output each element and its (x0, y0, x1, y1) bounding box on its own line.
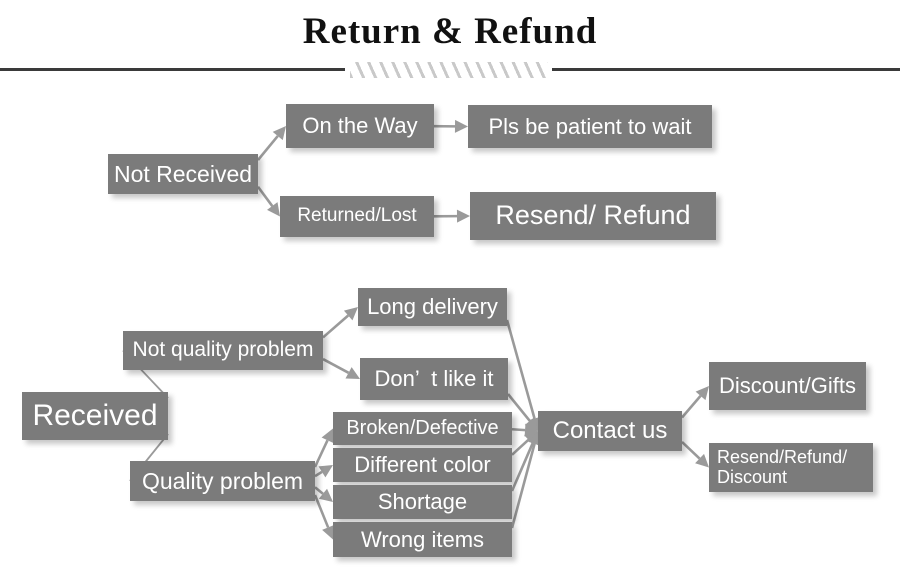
flow-node-label: Not quality problem (132, 338, 314, 362)
edge-returned-lost-to-resend-refund (433, 209, 470, 223)
flow-node-pls-be-patient: Pls be patient to wait (468, 105, 712, 148)
flow-node-contact-us: Contact us (538, 411, 682, 451)
edge-broken-defective-to-contact-us (511, 423, 538, 437)
edge-quality-to-different-color (314, 465, 333, 478)
flow-node-received: Received (22, 392, 168, 440)
flow-node-resend-refund-discount: Resend/Refund/ Discount (709, 443, 873, 492)
edge-wrong-items-to-contact-us (510, 431, 541, 529)
flow-node-resend-refund: Resend/ Refund (470, 192, 716, 240)
flow-node-not-quality: Not quality problem (123, 331, 323, 370)
flow-node-label: Returned/Lost (297, 205, 417, 227)
flow-node-label: Different color (354, 452, 491, 478)
edge-not-received-to-returned-lost (256, 185, 280, 217)
flow-node-dont-like-it: Don’ t like it (360, 358, 508, 400)
flow-node-not-received: Not Received (108, 154, 258, 194)
edge-contact-us-to-discount-gifts (681, 386, 709, 419)
flow-node-label: Contact us (552, 417, 668, 445)
edge-contact-us-to-resend-refund-discount (681, 441, 709, 468)
flow-node-label: Wrong items (360, 526, 485, 552)
flow-node-label: Broken/Defective (346, 416, 499, 439)
edge-dont-like-it-to-contact-us (506, 393, 538, 431)
flow-node-label: Don’ t like it (374, 366, 494, 392)
edge-not-quality-to-dont-like-it (322, 357, 360, 379)
flow-node-label: Resend/Refund/ Discount (717, 447, 848, 487)
edge-not-received-to-on-the-way (256, 126, 286, 161)
flow-node-shortage: Shortage (333, 485, 512, 519)
flow-node-label: Long delivery (367, 294, 498, 320)
flow-node-label: Quality problem (141, 467, 304, 494)
page-title: Return & Refund (302, 11, 598, 52)
edge-quality-to-broken-defective (313, 428, 334, 468)
edge-shortage-to-contact-us (510, 431, 539, 492)
edge-quality-to-wrong-items (313, 494, 335, 540)
flow-node-long-delivery: Long delivery (358, 288, 507, 326)
flow-node-label: Not Received (113, 160, 253, 187)
edge-long-delivery-to-contact-us (505, 319, 541, 431)
flow-node-returned-lost: Returned/Lost (280, 196, 434, 237)
header-divider (0, 62, 900, 78)
diagonal-hatch-divider-icon (350, 62, 548, 78)
flow-node-discount-gifts: Discount/Gifts (709, 362, 866, 410)
divider-line-left (0, 68, 345, 71)
flow-node-label: Resend/ Refund (495, 200, 691, 231)
flow-node-label: Received (32, 398, 158, 432)
flow-node-label: Pls be patient to wait (488, 113, 692, 139)
edge-on-the-way-to-pls-be-patient (433, 119, 468, 133)
flow-node-different-color: Different color (333, 448, 512, 482)
divider-line-right (552, 68, 900, 71)
edge-not-quality-to-long-delivery (322, 307, 358, 339)
flow-node-label: On the Way (302, 113, 418, 139)
edge-different-color-to-contact-us (511, 431, 538, 456)
flow-node-broken-defective: Broken/Defective (333, 412, 512, 445)
flow-node-on-the-way: On the Way (286, 104, 434, 148)
flow-node-label: Shortage (377, 489, 468, 515)
flow-node-label: Discount/Gifts (719, 373, 856, 399)
edge-quality-to-shortage (314, 486, 333, 502)
flow-node-quality-problem: Quality problem (130, 461, 315, 501)
flow-node-wrong-items: Wrong items (333, 522, 512, 557)
